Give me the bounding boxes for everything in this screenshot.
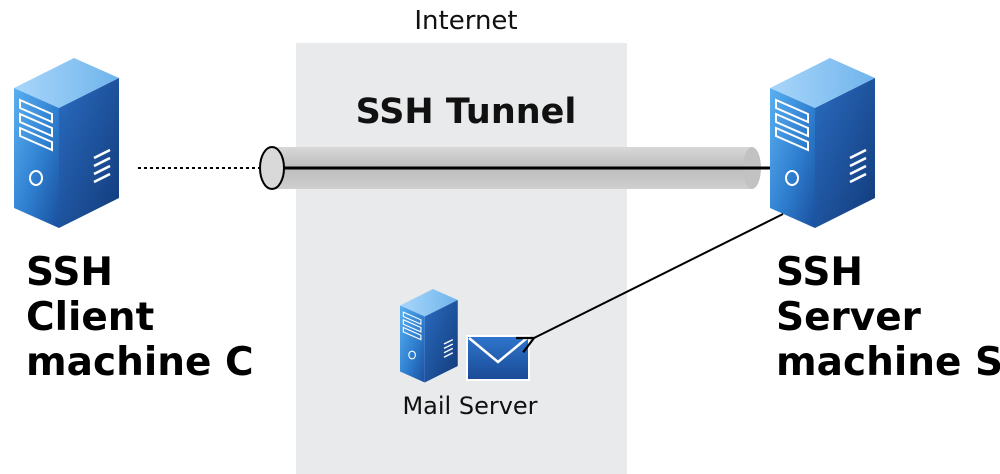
server-machine-label: SSH Server machine S (776, 250, 1000, 385)
internet-label: Internet (414, 6, 518, 36)
server-server-icon (768, 56, 877, 230)
internet-zone (296, 43, 627, 474)
client-label-line2: Client (26, 295, 155, 340)
ssh-tunnel-pipe (259, 146, 775, 190)
client-label-line1: SSH (26, 250, 114, 295)
server-label-line2: Server (776, 295, 921, 340)
client-machine-label: SSH Client machine C (26, 250, 254, 385)
server-label-line3: machine S (776, 340, 1000, 385)
server-label-line1: SSH (776, 250, 864, 295)
client-label-line3: machine C (26, 340, 254, 385)
ssh-tunnel-label: SSH Tunnel (355, 92, 577, 132)
mail-server-label: Mail Server (402, 392, 538, 420)
mail-server-icon (399, 288, 459, 384)
client-server-icon (12, 56, 121, 230)
forward-arrow (534, 213, 784, 338)
envelope-icon (466, 335, 530, 381)
